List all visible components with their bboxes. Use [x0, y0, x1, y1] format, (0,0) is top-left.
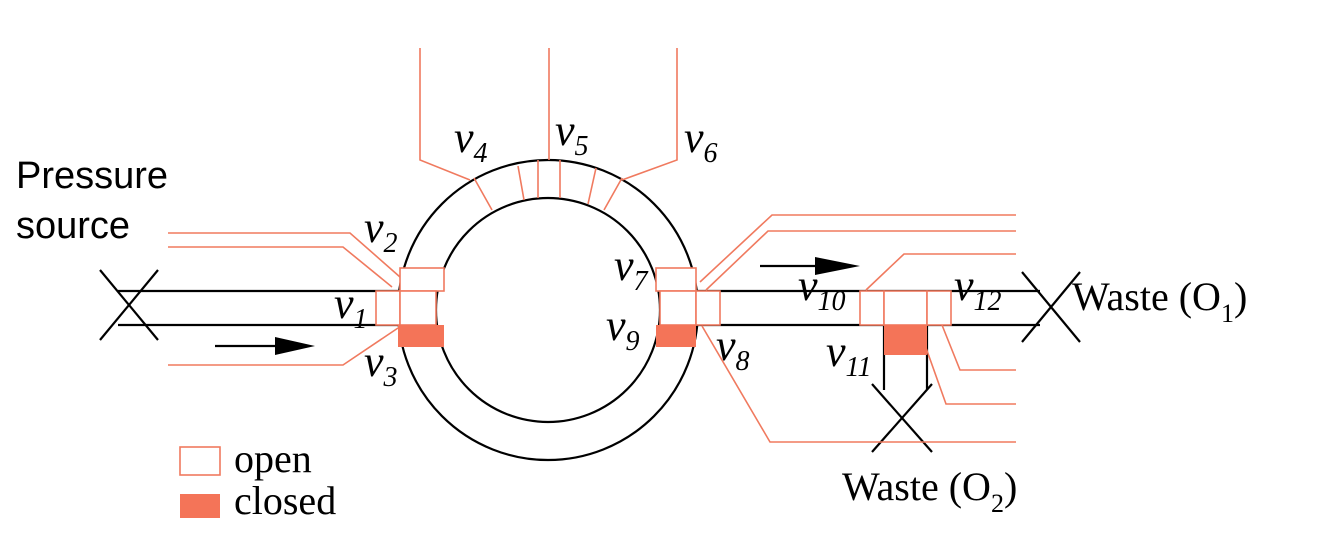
- valve-v7: [655, 267, 697, 292]
- legend: open closed: [179, 436, 336, 523]
- valve-branch-open: [883, 290, 928, 326]
- valve-ring-left-open: [399, 290, 437, 326]
- label-v4: v4: [454, 113, 488, 169]
- valves: [375, 160, 952, 355]
- outlet-flow-arrow-icon: [760, 257, 860, 275]
- label-v1: v1: [334, 279, 368, 335]
- inlet-blocked-x-icon: [99, 269, 159, 341]
- valve-v5: [537, 160, 561, 198]
- valve-v9: [656, 325, 696, 347]
- valve-v11: [884, 325, 927, 355]
- label-v12: v12: [954, 261, 1002, 317]
- valve-v4: [473, 165, 525, 211]
- inlet-flow-arrow-icon: [215, 337, 315, 355]
- legend-open-swatch: [179, 446, 221, 476]
- valve-ring-right-open: [659, 290, 697, 326]
- pressure-source-label-line2: source: [16, 205, 130, 247]
- pressure-source-label-line1: Pressure: [16, 155, 168, 197]
- label-v10: v10: [798, 261, 846, 317]
- waste-o2-label: Waste (O2): [842, 464, 1017, 518]
- label-v5: v5: [555, 106, 589, 162]
- label-v8: v8: [716, 321, 750, 377]
- legend-open-label: open: [234, 436, 312, 481]
- waste-o1-label: Waste (O1): [1072, 274, 1247, 328]
- legend-closed-swatch: [180, 494, 220, 518]
- label-v3: v3: [364, 337, 398, 393]
- valve-v6: [587, 167, 623, 211]
- valve-v12: [926, 290, 952, 326]
- valve-v8: [695, 290, 721, 326]
- label-v11: v11: [826, 327, 871, 383]
- label-v9: v9: [606, 301, 640, 357]
- label-v7: v7: [614, 241, 649, 297]
- ring-channel: [396, 158, 700, 462]
- control-lines: [168, 48, 1016, 443]
- outlet-o2-x-icon: [871, 383, 933, 453]
- valve-v10: [859, 290, 885, 326]
- valve-v1: [375, 290, 401, 326]
- valve-v3: [398, 325, 444, 347]
- label-v6: v6: [684, 113, 718, 169]
- outlet-o1-x-icon: [1021, 271, 1081, 343]
- label-v2: v2: [364, 203, 398, 259]
- valve-labels: v1 v2 v3 v4 v5 v6 v7 v8 v9 v10 v11 v12: [334, 106, 1002, 393]
- valve-v2: [399, 267, 445, 292]
- inlet-channel: [118, 289, 400, 327]
- legend-closed-label: closed: [234, 478, 336, 523]
